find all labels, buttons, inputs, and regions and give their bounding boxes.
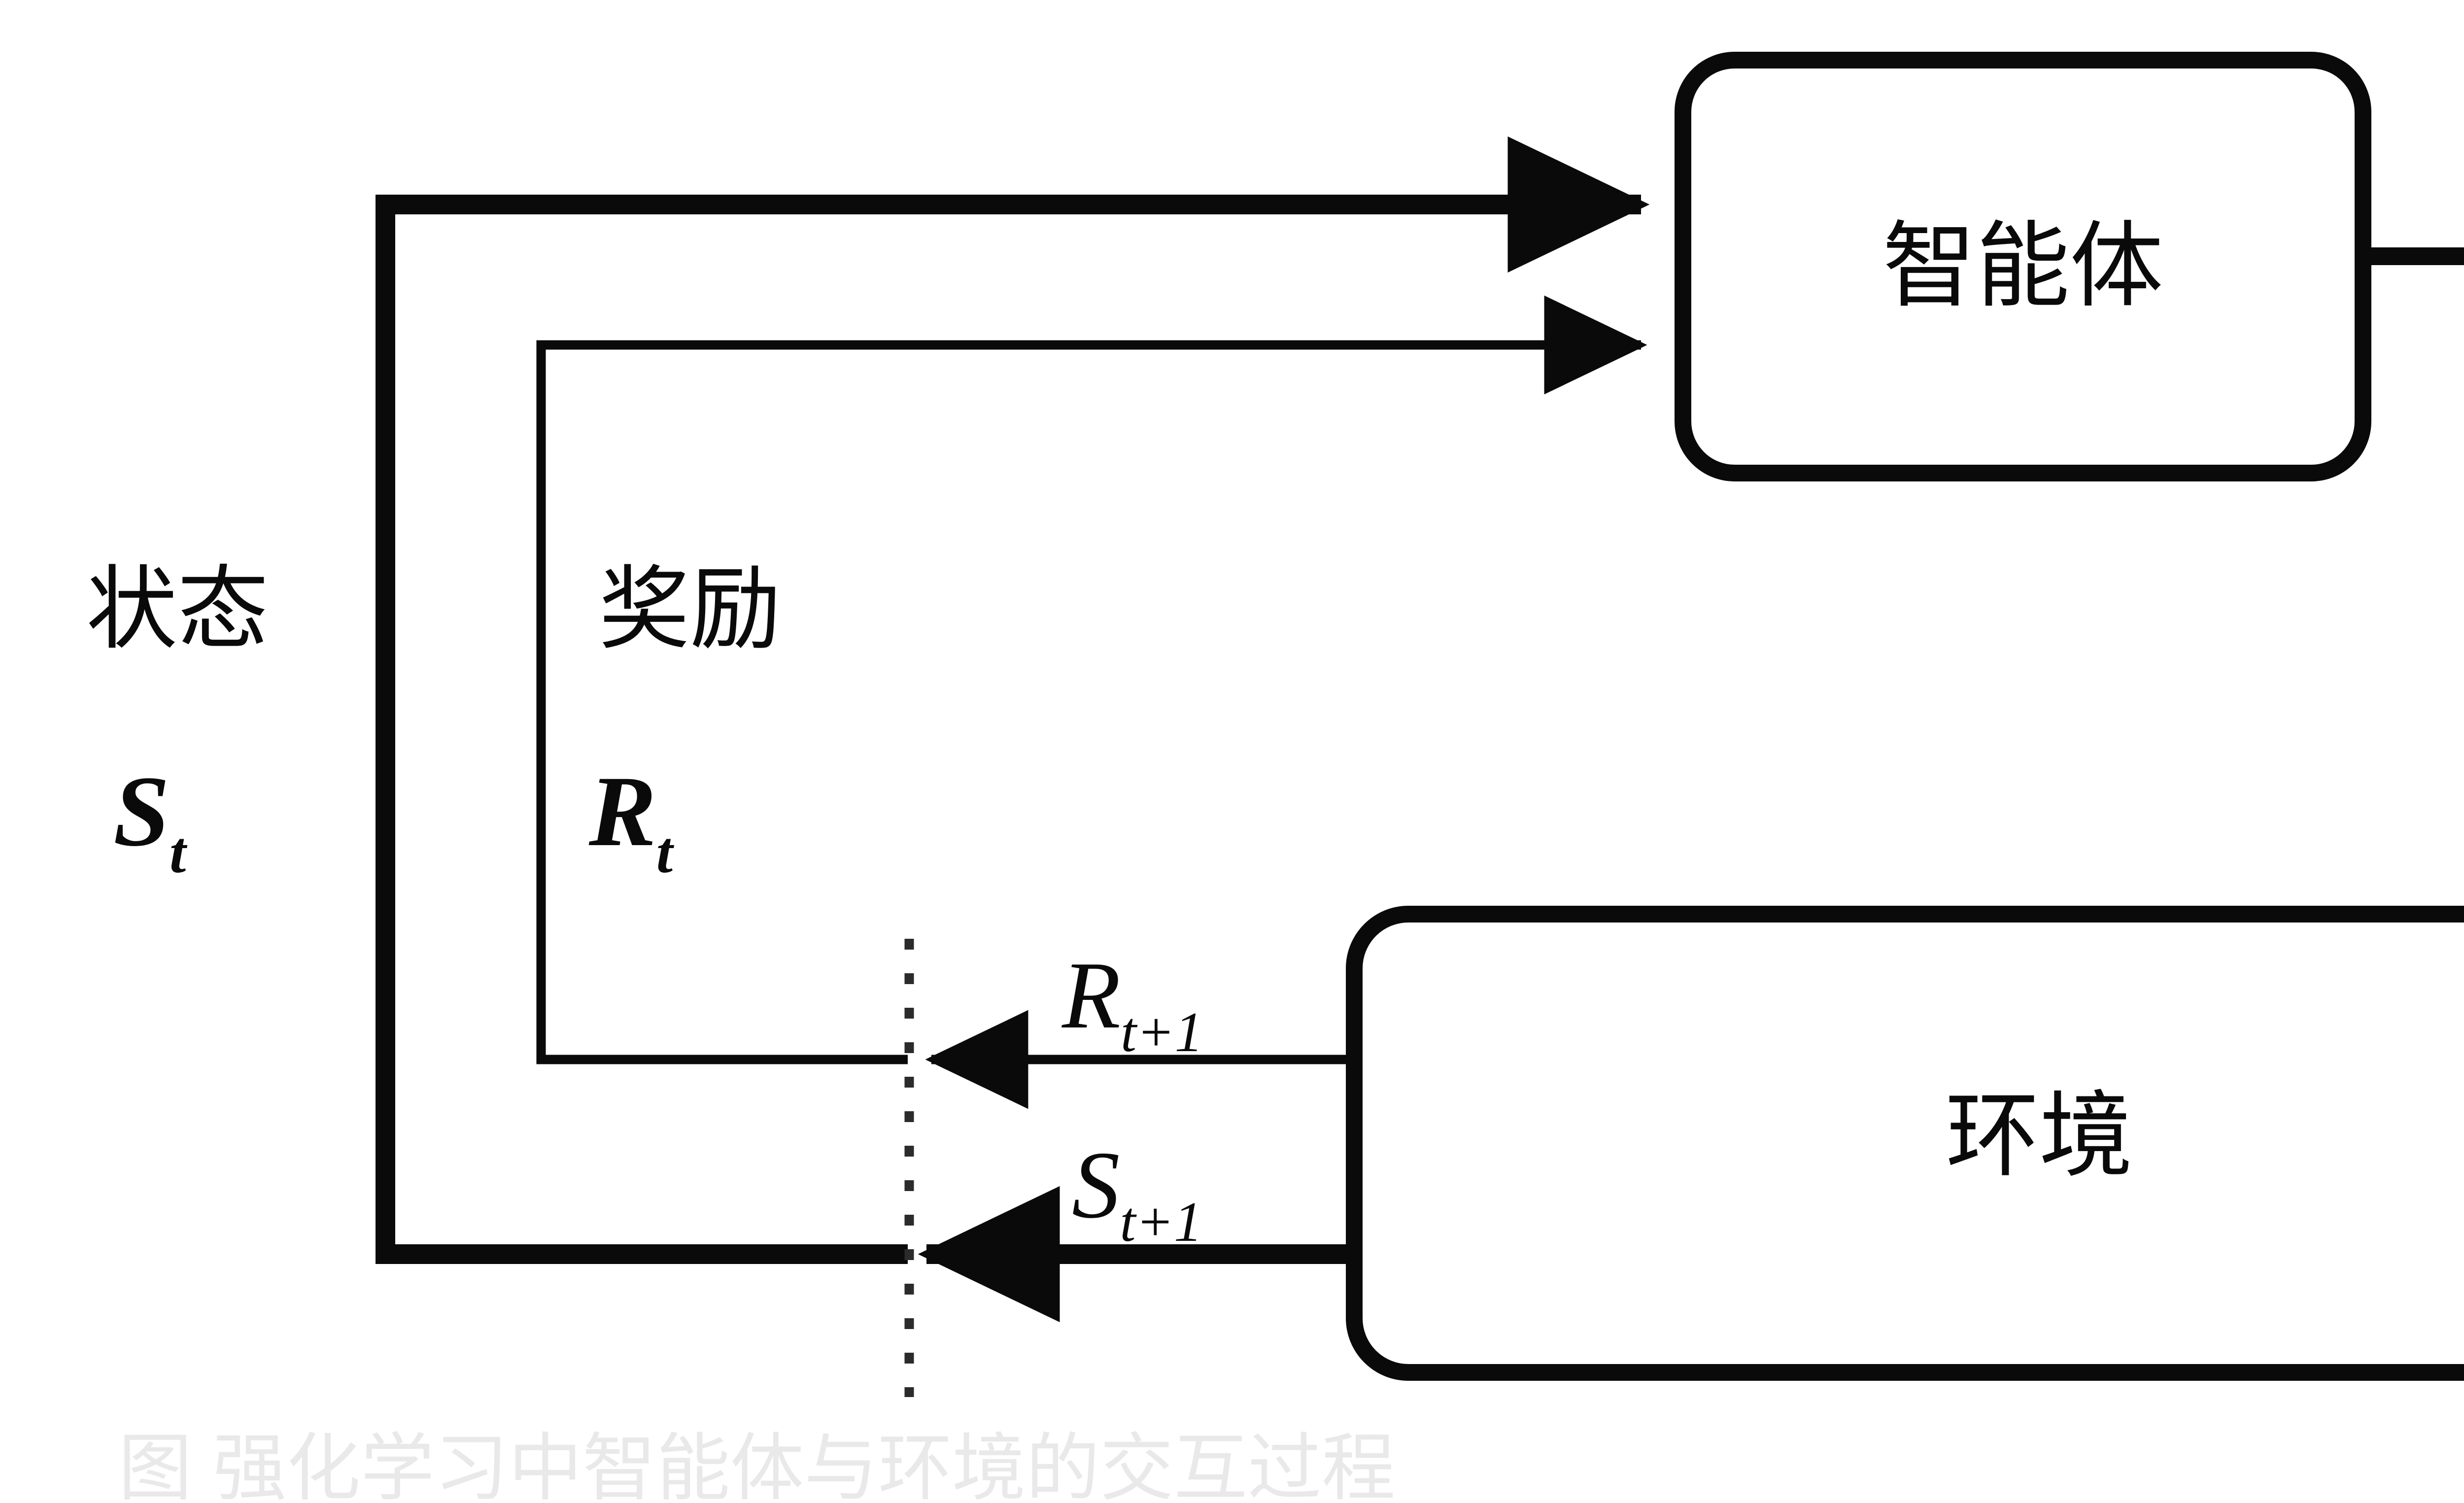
state-label-cjk: 状态 xyxy=(86,559,269,660)
next-reward-label: Rt+1 xyxy=(1061,942,1203,1063)
agent-box[interactable] xyxy=(1675,52,2371,481)
next-state-label: St+1 xyxy=(1072,1132,1202,1253)
next-reward-symbol-subscript: t+1 xyxy=(1121,1001,1203,1063)
reward-label-symbol: Rt xyxy=(588,755,675,885)
reward-edge-path xyxy=(536,295,1647,1064)
next-reward-symbol-base: R xyxy=(1061,942,1121,1049)
environment-box-label: 环境 xyxy=(1946,1084,2133,1188)
next-state-symbol-subscript: t+1 xyxy=(1120,1191,1202,1253)
reward-label-cjk: 奖励 xyxy=(599,559,781,660)
environment-box[interactable] xyxy=(1346,906,2464,1381)
state-symbol-subscript: t xyxy=(170,820,188,885)
agent-box-label: 智能体 xyxy=(1882,214,2163,318)
state-edge-path xyxy=(376,136,1650,1264)
state-label-symbol: St xyxy=(113,755,188,885)
next-state-symbol-base: S xyxy=(1072,1132,1120,1238)
state-symbol-base: S xyxy=(113,755,170,867)
figure-caption: 图 强化学习中智能体与环境的交互过程 xyxy=(118,1427,1396,1503)
reward-symbol-subscript: t xyxy=(656,820,675,885)
reward-symbol-base: R xyxy=(588,755,656,867)
